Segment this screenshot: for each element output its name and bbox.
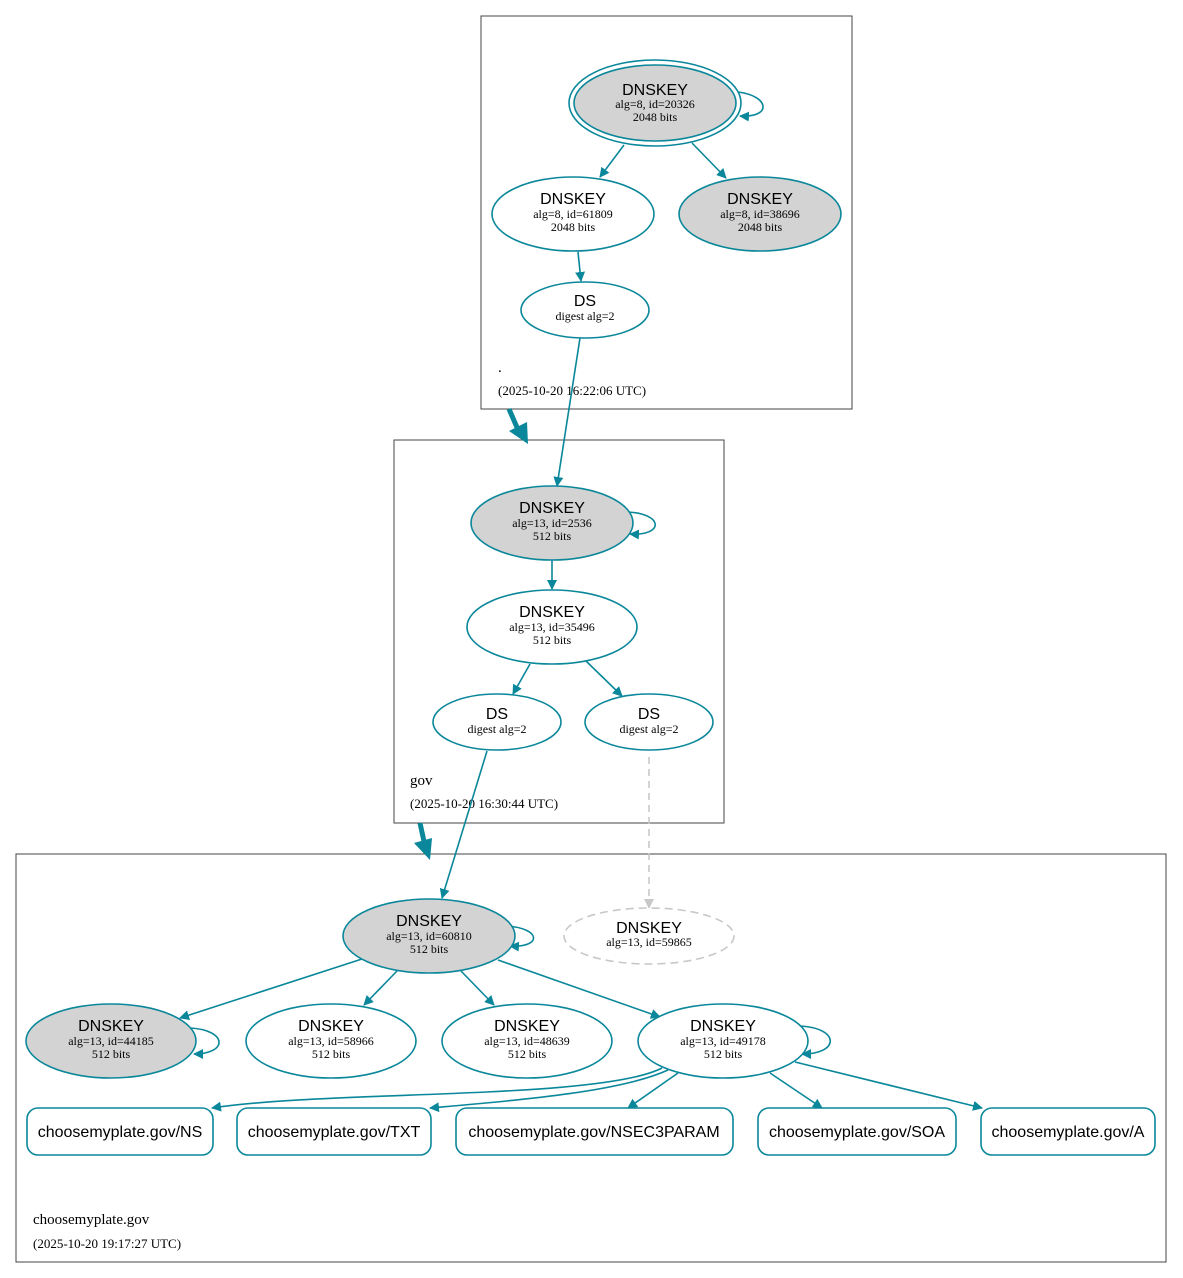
node-title: DNSKEY (690, 1018, 756, 1035)
record-label: choosemyplate.gov/NS (38, 1124, 203, 1141)
node-bits: 512 bits (533, 529, 572, 543)
node-bits: 512 bits (704, 1047, 743, 1061)
edge-cmp-49178-self (799, 1025, 831, 1059)
node-title: DNSKEY (298, 1018, 364, 1035)
zone-box-choosemyplate (15, 853, 1167, 1263)
edge-gov-zsk-ds1 (512, 663, 531, 695)
delegation-arrowhead-root-gov (509, 422, 528, 444)
record-soa[interactable]: choosemyplate.gov/SOA (757, 1107, 957, 1156)
node-gov-ksk[interactable]: DNSKEY alg=13, id=2536 512 bits (470, 485, 634, 561)
node-title: DS (574, 293, 596, 310)
node-bits: 2048 bits (633, 110, 678, 124)
node-cmp-dnskey-44185[interactable]: DNSKEY alg=13, id=44185 512 bits (25, 1003, 197, 1079)
zone-timestamp-choosemyplate: (2025-10-20 19:17:27 UTC) (33, 1236, 181, 1251)
node-title: DNSKEY (519, 604, 585, 621)
node-detail: digest alg=2 (555, 309, 614, 323)
record-txt[interactable]: choosemyplate.gov/TXT (236, 1107, 432, 1156)
node-bits: 512 bits (410, 942, 449, 956)
node-root-zsk-61809[interactable]: DNSKEY alg=8, id=61809 2048 bits (491, 176, 655, 252)
node-detail: alg=13, id=48639 (484, 1034, 570, 1048)
node-bits: 2048 bits (738, 220, 783, 234)
node-bits: 512 bits (92, 1047, 131, 1061)
edge-root-ksk-zsk2 (691, 142, 727, 179)
record-ns[interactable]: choosemyplate.gov/NS (26, 1107, 214, 1156)
node-title: DNSKEY (622, 82, 688, 99)
node-detail: alg=8, id=38696 (720, 207, 800, 221)
node-title: DS (638, 706, 660, 723)
record-label: choosemyplate.gov/SOA (769, 1124, 945, 1141)
edge-cmp-ksk-44185 (179, 958, 363, 1020)
record-a[interactable]: choosemyplate.gov/A (980, 1107, 1156, 1156)
edge-gov-ksk-self (627, 511, 657, 540)
edge-cmp-ksk-48639 (460, 970, 495, 1006)
zone-box-gov (393, 439, 725, 824)
node-title: DS (486, 706, 508, 723)
edge-gov-ds1-cmp-ksk (439, 750, 488, 899)
edge-root-zsk1-ds (575, 251, 586, 282)
node-cmp-ksk[interactable]: DNSKEY alg=13, id=60810 512 bits (342, 898, 516, 974)
node-detail: digest alg=2 (619, 722, 678, 736)
delegation-arrowhead-gov-cmp (414, 838, 432, 860)
edge-cmp-ksk-self (505, 925, 535, 952)
node-gov-ds-1[interactable]: DS digest alg=2 (432, 693, 562, 751)
node-root-ds[interactable]: DS digest alg=2 (520, 281, 650, 339)
node-cmp-dnskey-58966[interactable]: DNSKEY alg=13, id=58966 512 bits (245, 1003, 417, 1079)
node-detail: alg=13, id=49178 (680, 1034, 766, 1048)
node-root-ksk[interactable]: DNSKEY alg=8, id=20326 2048 bits (568, 59, 742, 147)
edge-cmp-ksk-49178 (497, 959, 661, 1019)
node-gov-zsk[interactable]: DNSKEY alg=13, id=35496 512 bits (466, 589, 638, 665)
edge-49178-soa (769, 1072, 823, 1109)
edge-cmp-44185-self (189, 1027, 220, 1059)
node-title: DNSKEY (519, 500, 585, 517)
zone-label-choosemyplate: choosemyplate.gov (33, 1212, 150, 1228)
edge-root-ksk-self (737, 91, 764, 122)
node-detail: alg=13, id=58966 (288, 1034, 374, 1048)
edge-cmp-ksk-58966 (363, 970, 398, 1006)
edge-49178-txt (429, 1069, 669, 1113)
node-detail: alg=8, id=61809 (533, 207, 613, 221)
edge-root-ksk-zsk1 (599, 144, 625, 178)
node-title: DNSKEY (616, 920, 682, 937)
node-title: DNSKEY (727, 191, 793, 208)
node-detail: digest alg=2 (467, 722, 526, 736)
node-title: DNSKEY (540, 191, 606, 208)
record-nsec3param[interactable]: choosemyplate.gov/NSEC3PARAM (455, 1107, 734, 1156)
edge-gov-zsk-ds2 (585, 660, 623, 697)
edge-49178-ns (211, 1067, 663, 1112)
node-detail: alg=13, id=2536 (512, 516, 592, 530)
node-detail: alg=13, id=35496 (509, 620, 595, 634)
node-title: DNSKEY (494, 1018, 560, 1035)
record-label: choosemyplate.gov/TXT (248, 1124, 421, 1141)
zone-timestamp-gov: (2025-10-20 16:30:44 UTC) (410, 796, 558, 811)
edge-root-ds-gov-ksk (553, 337, 581, 487)
node-detail: alg=13, id=44185 (68, 1034, 154, 1048)
node-detail: alg=13, id=60810 (386, 929, 472, 943)
zone-label-root: . (498, 360, 502, 376)
node-bits: 512 bits (508, 1047, 547, 1061)
node-root-zsk-38696[interactable]: DNSKEY alg=8, id=38696 2048 bits (678, 176, 842, 252)
node-cmp-dnskey-48639[interactable]: DNSKEY alg=13, id=48639 512 bits (441, 1003, 613, 1079)
node-detail: alg=13, id=59865 (606, 935, 692, 949)
node-title: DNSKEY (396, 913, 462, 930)
node-title: DNSKEY (78, 1018, 144, 1035)
zone-box-root (480, 15, 853, 410)
node-bits: 512 bits (312, 1047, 351, 1061)
node-detail: alg=8, id=20326 (615, 97, 695, 111)
record-label: choosemyplate.gov/NSEC3PARAM (468, 1124, 719, 1141)
zone-label-gov: gov (410, 773, 433, 789)
node-bits: 512 bits (533, 633, 572, 647)
node-gov-ds-2[interactable]: DS digest alg=2 (584, 693, 714, 751)
node-bits: 2048 bits (551, 220, 596, 234)
record-label: choosemyplate.gov/A (992, 1124, 1145, 1141)
node-cmp-dnskey-49178[interactable]: DNSKEY alg=13, id=49178 512 bits (637, 1003, 809, 1079)
node-cmp-missing-dnskey[interactable]: DNSKEY alg=13, id=59865 (563, 907, 735, 965)
edge-49178-nsec3param (627, 1072, 679, 1109)
edge-49178-a (794, 1061, 983, 1111)
